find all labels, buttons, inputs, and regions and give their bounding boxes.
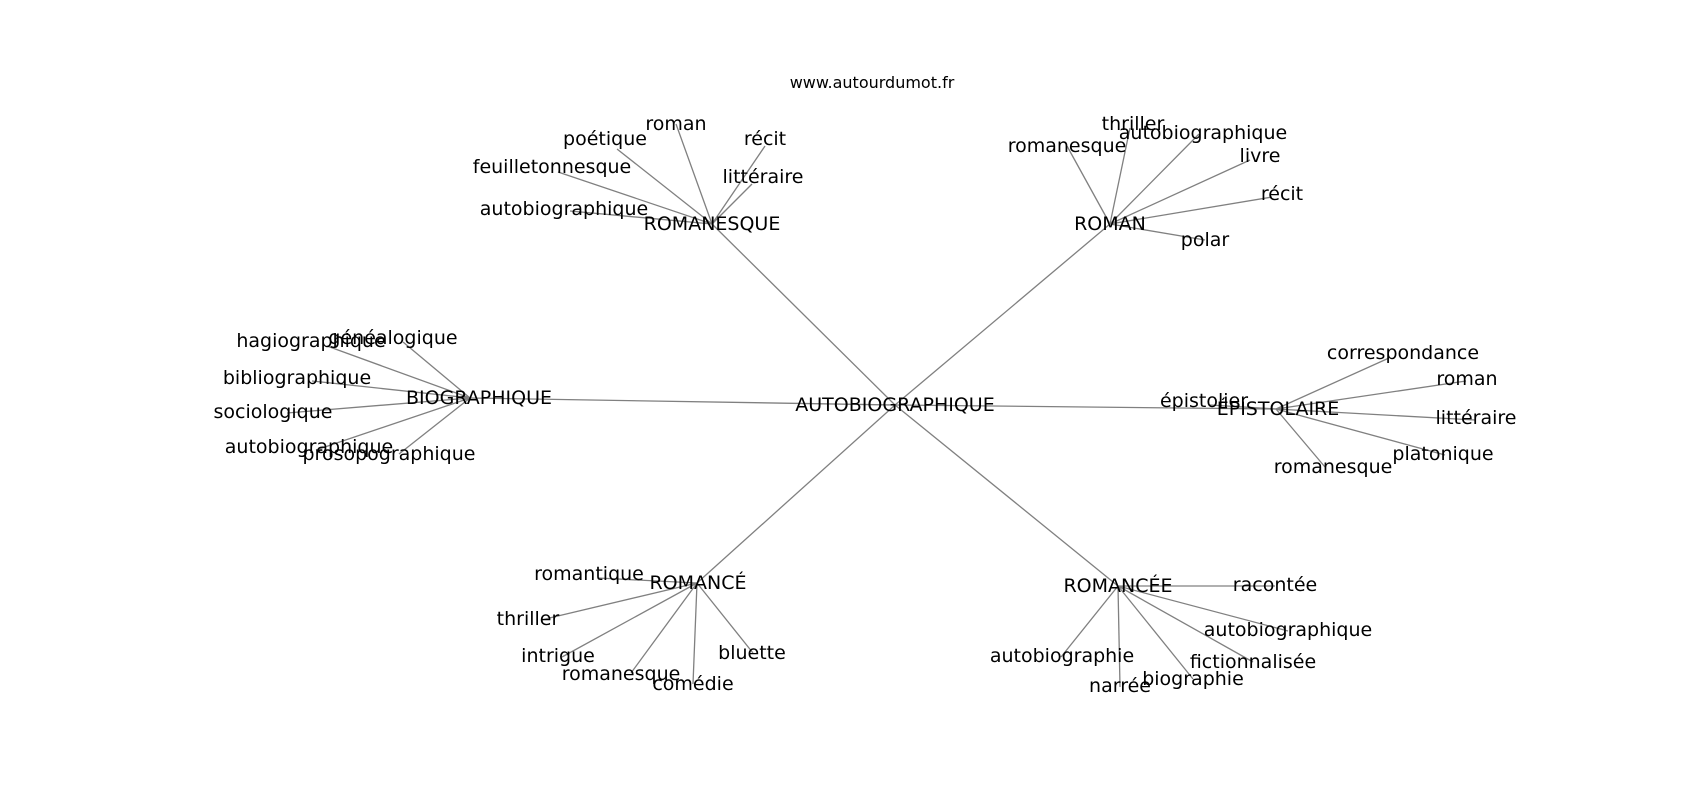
leaf-node[interactable]: autobiographique — [1119, 122, 1287, 144]
edge-roman-0 — [1109, 127, 1131, 225]
edge-romance-0 — [597, 577, 698, 584]
site-label[interactable]: www.autourdumot.fr — [790, 73, 955, 92]
edge-epistolaire-5 — [1275, 408, 1326, 468]
leaf-node[interactable]: sociologique — [214, 401, 333, 423]
edge-root-romance — [696, 404, 896, 584]
edge-biographique-1 — [402, 341, 471, 399]
edge-root-epistolaire — [894, 404, 1277, 410]
edge-romanesque-0 — [675, 123, 713, 225]
edge-biographique-4 — [315, 397, 471, 451]
leaf-node[interactable]: autobiographique — [480, 198, 648, 220]
edge-epistolaire-3 — [1275, 408, 1476, 421]
leaf-node[interactable]: poétique — [563, 128, 647, 150]
edges-layer — [286, 123, 1476, 688]
leaf-node[interactable]: livre — [1240, 145, 1281, 167]
leaf-node[interactable]: bluette — [718, 642, 786, 664]
edge-romancee-1 — [1117, 585, 1289, 632]
edge-romanesque-1 — [616, 148, 713, 225]
edge-biographique-0 — [326, 345, 471, 399]
edge-romance-5 — [696, 582, 754, 654]
hub-node-romanesque[interactable]: ROMANESQUE — [644, 213, 781, 235]
leaf-node[interactable]: correspondance — [1327, 342, 1479, 364]
hub-node-romance[interactable]: ROMANCÉ — [649, 571, 746, 594]
leaf-node[interactable]: bibliographique — [223, 367, 371, 389]
edge-root-romancee — [894, 404, 1119, 587]
edge-epistolaire-0 — [1275, 357, 1390, 410]
hub-node-romancee[interactable]: ROMANCÉE — [1063, 574, 1172, 597]
hub-node-roman[interactable]: ROMAN — [1074, 213, 1146, 235]
leaf-node[interactable]: intrigue — [521, 645, 595, 667]
edge-roman-1 — [1066, 145, 1111, 225]
edge-romance-3 — [630, 582, 698, 674]
edge-root-biographique — [469, 397, 896, 406]
edge-epistolaire-2 — [1209, 404, 1277, 410]
edge-romancee-5 — [1117, 585, 1194, 680]
edge-romance-2 — [561, 582, 698, 658]
leaf-node[interactable]: autobiographique — [1204, 619, 1372, 641]
leaf-node[interactable]: thriller — [1102, 113, 1165, 135]
edge-roman-2 — [1109, 133, 1200, 225]
leaf-node[interactable]: hagiographique — [236, 330, 385, 352]
hub-node-epistolaire[interactable]: ÉPISTOLAIRE — [1217, 397, 1340, 420]
leaf-node[interactable]: littéraire — [723, 166, 804, 188]
edge-biographique-5 — [398, 397, 471, 455]
edge-roman-4 — [1109, 196, 1273, 225]
edge-root-romanesque — [711, 223, 896, 406]
leaf-node[interactable]: biographie — [1142, 668, 1244, 690]
leaf-node[interactable]: romantique — [534, 563, 644, 585]
leaf-node[interactable]: narrée — [1089, 675, 1151, 697]
edge-romance-1 — [540, 582, 698, 621]
leaf-node[interactable]: autobiographique — [225, 436, 393, 458]
leaf-node[interactable]: romanesque — [1274, 456, 1393, 478]
leaf-node[interactable]: récit — [1261, 183, 1303, 205]
edge-romanesque-3 — [557, 171, 713, 225]
leaf-node[interactable]: platonique — [1392, 443, 1493, 465]
edge-romancee-2 — [1117, 585, 1254, 663]
edge-romanesque-4 — [711, 183, 753, 225]
leaf-node[interactable]: romanesque — [1008, 135, 1127, 157]
leaf-node[interactable]: prosopographique — [303, 443, 476, 465]
leaf-node[interactable]: racontée — [1233, 574, 1317, 596]
leaf-node[interactable]: récit — [744, 128, 786, 150]
leaf-node[interactable]: romanesque — [562, 663, 681, 685]
leaf-node[interactable]: littéraire — [1436, 407, 1517, 429]
edge-epistolaire-4 — [1275, 408, 1446, 456]
leaf-node[interactable]: roman — [645, 113, 706, 135]
edge-romanesque-5 — [569, 210, 713, 225]
edge-roman-5 — [1109, 223, 1206, 241]
leaf-node[interactable]: épistolier — [1160, 390, 1248, 412]
hub-node-biographique[interactable]: BIOGRAPHIQUE — [406, 387, 552, 409]
edge-romancee-3 — [1060, 585, 1119, 658]
edge-biographique-2 — [311, 380, 471, 399]
root-node[interactable]: AUTOBIOGRAPHIQUE — [795, 394, 994, 416]
edge-epistolaire-1 — [1275, 380, 1467, 410]
leaf-node[interactable]: polar — [1181, 229, 1230, 251]
leaf-node[interactable]: thriller — [497, 608, 560, 630]
leaf-node[interactable]: autobiographie — [990, 645, 1134, 667]
edge-biographique-3 — [286, 397, 471, 414]
edge-romancee-4 — [1117, 585, 1121, 688]
leaf-node[interactable]: roman — [1436, 368, 1497, 390]
leaf-node[interactable]: comédie — [652, 673, 733, 695]
edge-romance-4 — [692, 582, 698, 685]
edge-roman-3 — [1109, 159, 1251, 225]
leaf-node[interactable]: généalogique — [328, 327, 457, 349]
leaf-node[interactable]: feuilletonnesque — [473, 156, 632, 178]
leaf-node[interactable]: fictionnalisée — [1190, 651, 1316, 673]
edge-root-roman — [894, 223, 1111, 406]
edge-romanesque-2 — [711, 145, 766, 225]
